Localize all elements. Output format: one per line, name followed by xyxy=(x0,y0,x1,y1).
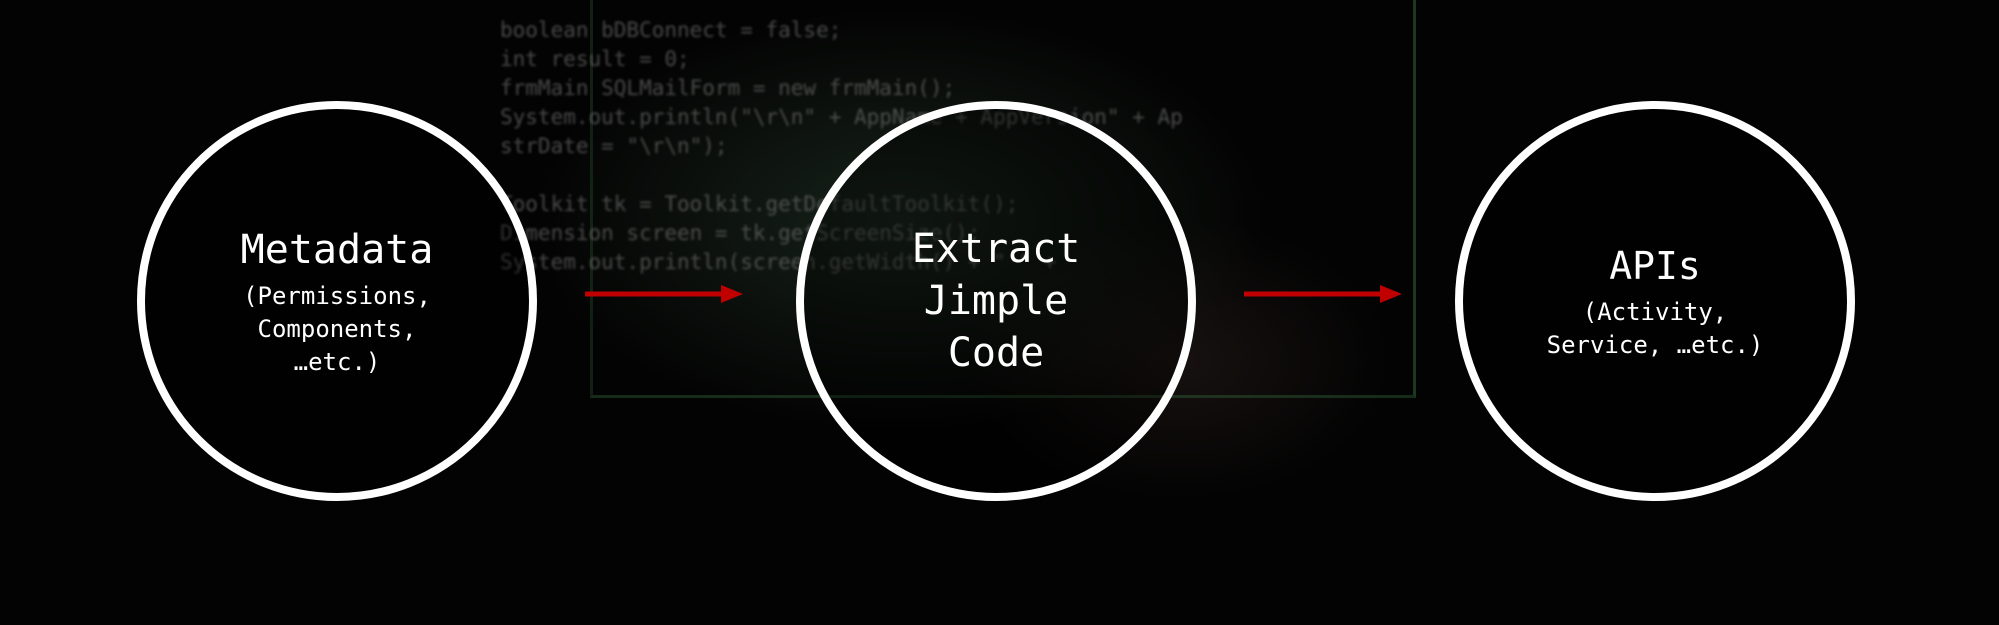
arrow-metadata-to-extract xyxy=(585,285,743,303)
node-apis: APIs (Activity, Service, …etc.) xyxy=(1455,101,1855,501)
node-metadata: Metadata (Permissions, Components, …etc.… xyxy=(137,101,537,501)
node-apis-title: APIs xyxy=(1609,244,1701,288)
node-extract-title: Extract Jimple Code xyxy=(911,226,1081,376)
arrow-extract-to-apis xyxy=(1244,285,1402,303)
node-extract-jimple-code: Extract Jimple Code xyxy=(796,101,1196,501)
node-apis-subtitle: (Activity, Service, …etc.) xyxy=(1546,298,1764,359)
node-metadata-title: Metadata xyxy=(240,226,434,273)
node-metadata-subtitle: (Permissions, Components, …etc.) xyxy=(243,281,431,376)
